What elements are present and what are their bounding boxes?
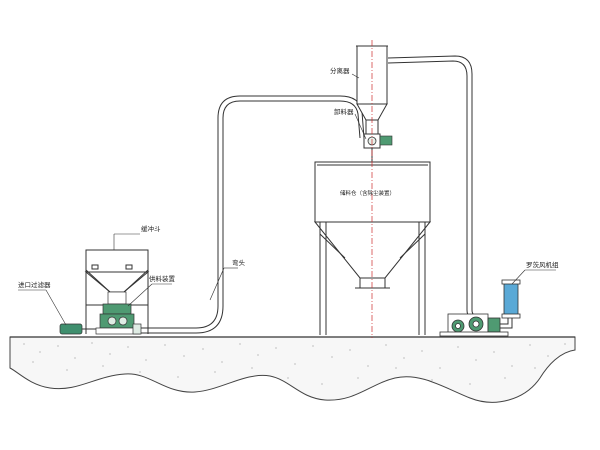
leader-lines	[18, 73, 556, 326]
roots-blower-unit	[439, 299, 514, 337]
label-separator: 分离器	[330, 66, 350, 75]
inlet-filter	[59, 323, 96, 335]
label-blower-unit: 罗茨风机组	[526, 260, 559, 269]
ground-speckle	[23, 342, 566, 385]
conveying-pipe	[140, 95, 365, 334]
buffer-hopper	[84, 249, 150, 334]
label-silo: 储料仓（含除尘装置）	[340, 189, 395, 197]
label-feeder: 供料装置	[149, 274, 176, 283]
silencer	[501, 279, 521, 319]
label-elbow: 弯头	[232, 258, 246, 267]
storage-silo	[313, 161, 432, 335]
label-discharger: 卸料器	[334, 107, 354, 116]
label-inlet-filter: 进口过滤器	[18, 280, 51, 289]
feeder-device	[95, 291, 142, 335]
discharger	[363, 133, 393, 162]
label-buffer-hopper: 缓冲斗	[141, 224, 161, 233]
ground-slab	[9, 336, 576, 403]
